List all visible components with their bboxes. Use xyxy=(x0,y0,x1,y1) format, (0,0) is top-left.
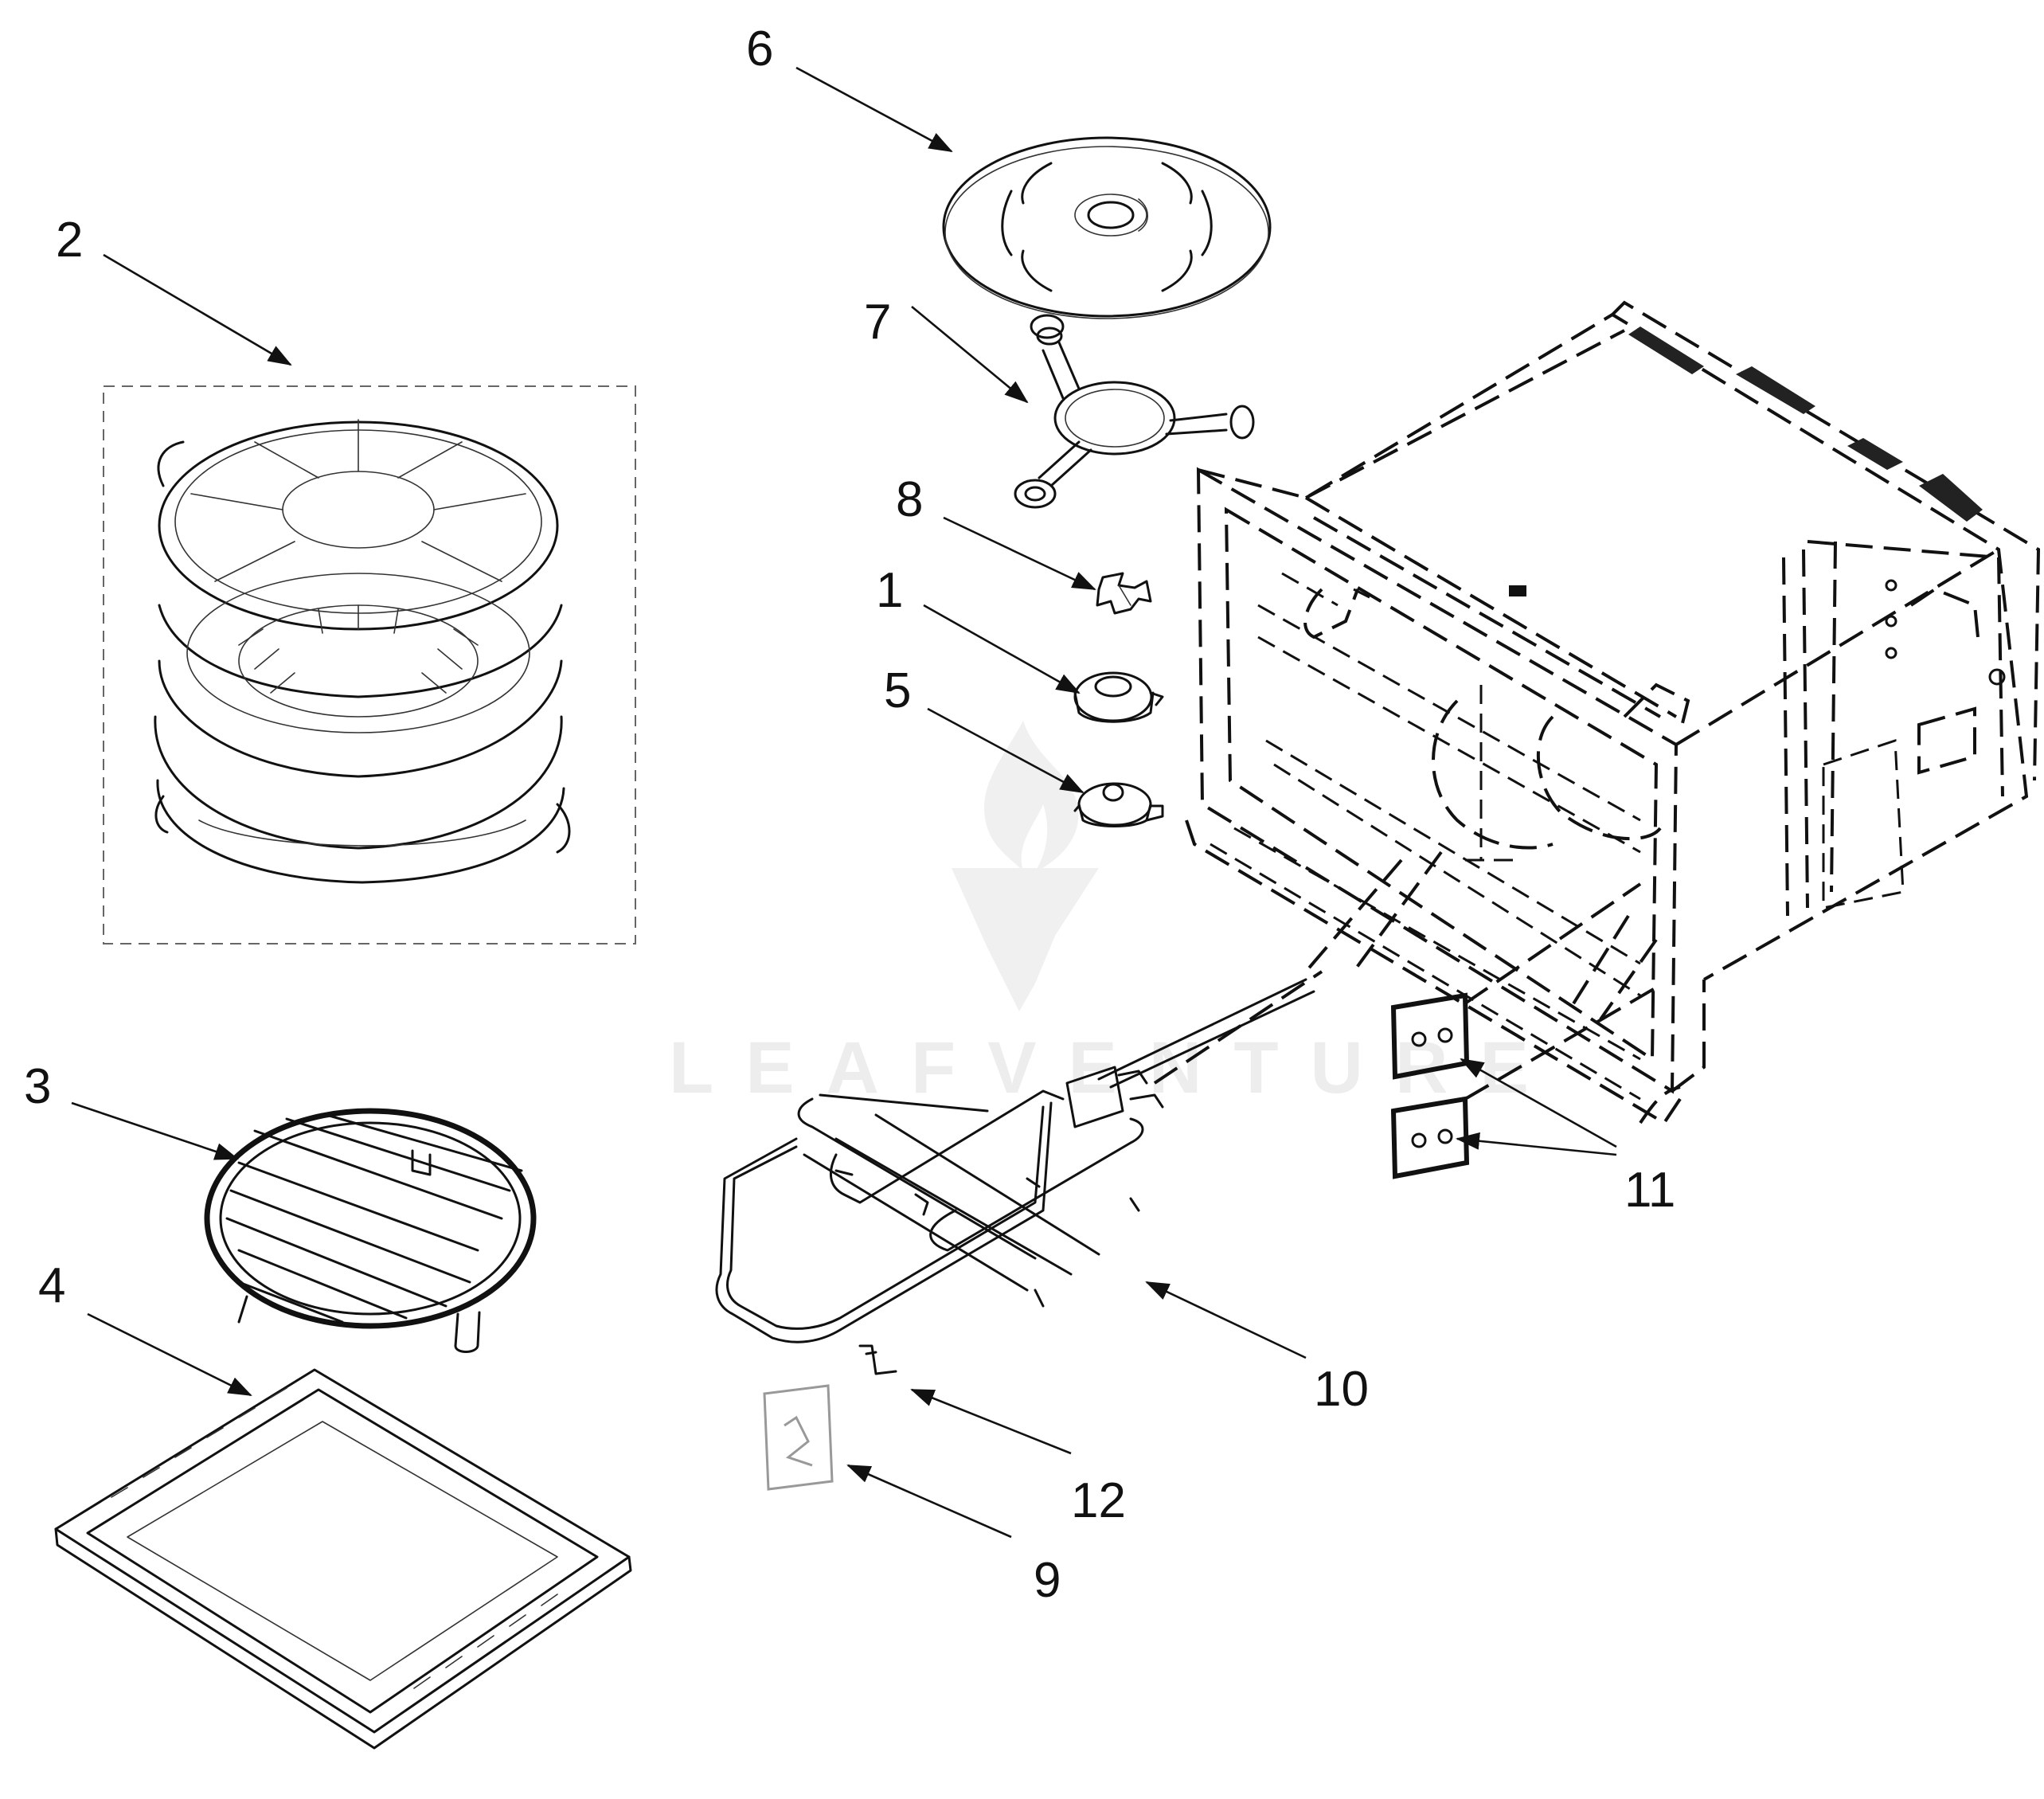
leader-10 xyxy=(1145,1281,1307,1359)
part-6-turntable-plate xyxy=(942,136,1272,319)
callout-8: 8 xyxy=(896,472,923,527)
part-3-grill-rack xyxy=(204,1108,537,1353)
leader-7 xyxy=(911,305,1029,404)
leader-12 xyxy=(910,1388,1072,1455)
part-2-steamer-assembly xyxy=(103,385,636,944)
callout-7: 7 xyxy=(864,295,891,350)
part-12-clip xyxy=(858,1344,897,1375)
part-10-heating-element xyxy=(715,970,1323,1343)
leader-5 xyxy=(927,707,1085,794)
callout-1: 1 xyxy=(876,563,903,618)
leader-9 xyxy=(846,1464,1012,1539)
part-9-label xyxy=(763,1384,834,1491)
callout-5: 5 xyxy=(884,663,911,718)
part-8-coupler xyxy=(1096,572,1152,615)
callout-labels: 6 2 7 8 1 5 3 4 11 10 12 9 xyxy=(24,22,1675,1608)
part-4-baking-tray xyxy=(54,1368,632,1750)
leader-4 xyxy=(87,1312,252,1397)
callout-9: 9 xyxy=(1034,1553,1061,1608)
leader-2 xyxy=(103,253,292,366)
leader-3 xyxy=(71,1101,239,1160)
leader-11a xyxy=(1460,1058,1617,1148)
callout-3: 3 xyxy=(24,1059,51,1114)
leader-11b xyxy=(1456,1132,1617,1156)
callout-2: 2 xyxy=(56,213,83,268)
watermark-text: LEAFVENTURE xyxy=(669,1027,1561,1109)
part-7-roller-ring xyxy=(1014,314,1255,509)
callout-12: 12 xyxy=(1071,1473,1126,1528)
watermark: LEAFVENTURE xyxy=(669,721,1561,1109)
part-5-motor xyxy=(1073,782,1164,827)
leader-lines xyxy=(71,66,1617,1539)
watermark-v-logo-icon xyxy=(952,868,1099,1011)
callout-6: 6 xyxy=(746,22,773,76)
oven-cavity xyxy=(1185,300,2041,1125)
callout-10: 10 xyxy=(1314,1362,1369,1417)
callout-11: 11 xyxy=(1624,1163,1675,1218)
callout-4: 4 xyxy=(38,1258,65,1313)
watermark-flame-icon xyxy=(984,721,1079,872)
leader-1 xyxy=(923,604,1081,694)
part-1-turntable-motor xyxy=(1065,671,1164,723)
leader-8 xyxy=(943,516,1096,591)
leader-6 xyxy=(795,66,953,153)
